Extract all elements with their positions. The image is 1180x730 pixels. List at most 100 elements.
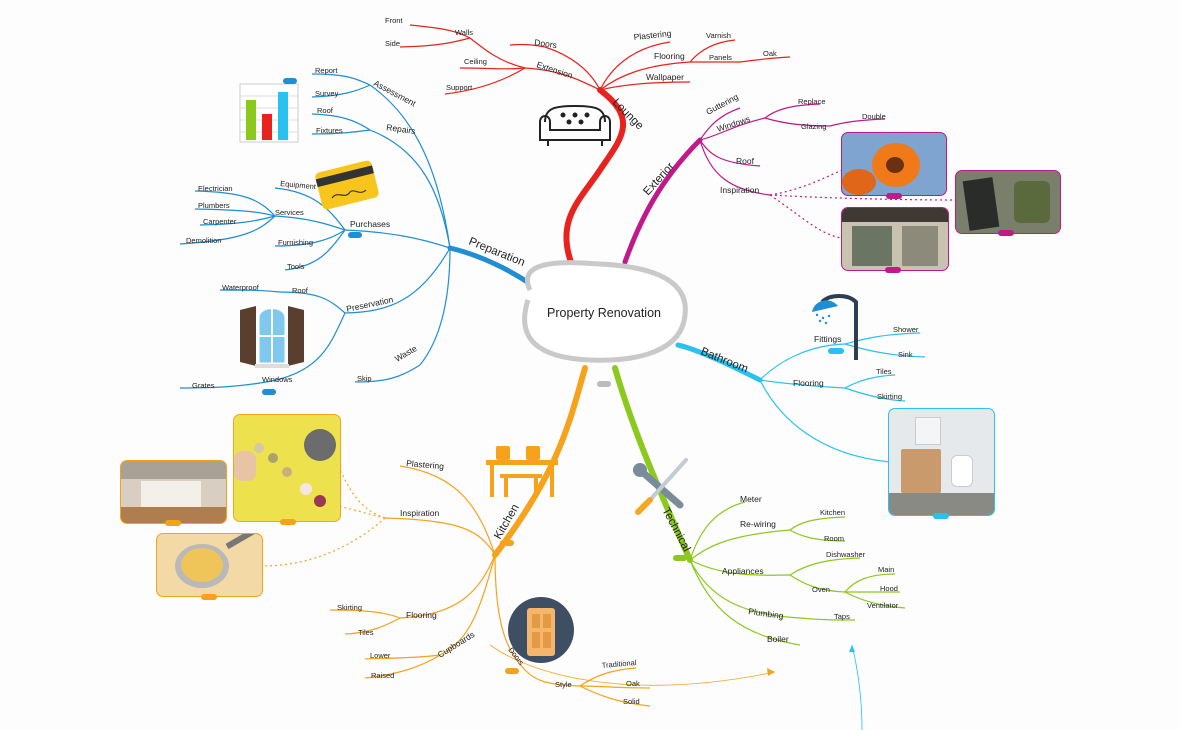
prep-waste[interactable]: Waste <box>393 343 419 364</box>
lounge-flooring[interactable]: Flooring <box>654 51 685 61</box>
lounge-ceiling[interactable]: Ceiling <box>464 57 487 66</box>
central-node[interactable]: Property Renovation <box>522 260 688 387</box>
lounge-oak[interactable]: Oak <box>763 49 777 58</box>
lounge-panels[interactable]: Panels <box>709 53 732 62</box>
kitchen-plastering[interactable]: Plastering <box>406 458 445 471</box>
technical-kitchen[interactable]: Kitchen <box>820 508 845 517</box>
prep-roof2[interactable]: Roof <box>292 286 309 295</box>
prep-plumbers[interactable]: Plumbers <box>198 201 230 210</box>
technical-rewiring[interactable]: Re-wiring <box>740 519 776 529</box>
kitchen-style[interactable]: Style <box>555 680 572 689</box>
prep-report[interactable]: Report <box>315 66 338 75</box>
bathroom-flooring[interactable]: Flooring <box>793 378 824 388</box>
prep-furnishing[interactable]: Furnishing <box>278 238 313 247</box>
exterior-glazing[interactable]: Glazing <box>801 122 826 131</box>
prep-skip[interactable]: Skip <box>357 374 372 383</box>
kitchen-room-photo[interactable] <box>120 460 227 524</box>
lounge-support[interactable]: Support <box>446 83 473 92</box>
prep-repairs[interactable]: Repairs <box>386 122 416 136</box>
technical-plumbing[interactable]: Plumbing <box>748 606 785 621</box>
kitchen-lower[interactable]: Lower <box>370 651 391 660</box>
kitchen-food-photo[interactable] <box>156 533 263 597</box>
kitchen-cupboards[interactable]: Cupboards <box>436 629 477 660</box>
prep-grates[interactable]: Grates <box>192 381 215 390</box>
door-icon <box>505 597 574 674</box>
prep-survey[interactable]: Survey <box>315 89 339 98</box>
preparation-labels: Preparation Assessment Report Survey Rep… <box>186 66 527 390</box>
lounge-side[interactable]: Side <box>385 39 400 48</box>
kitchen-labels: Kitchen Plastering Inspiration Flooring … <box>337 458 640 706</box>
branch-preparation <box>179 73 451 389</box>
technical-dishwasher[interactable]: Dishwasher <box>826 550 866 559</box>
lounge-walls[interactable]: Walls <box>455 28 473 37</box>
connector-arrowhead <box>849 645 855 652</box>
trunk-bathroom <box>675 342 763 383</box>
prep-tools[interactable]: Tools <box>287 262 305 271</box>
technical-main[interactable]: Main <box>878 565 894 574</box>
bathroom-label[interactable]: Bathroom <box>699 346 750 376</box>
bathroom-photo-badge <box>933 513 949 519</box>
branch-bathroom <box>759 332 926 463</box>
window-shutters-icon <box>240 306 304 395</box>
kitchen-solid[interactable]: Solid <box>623 697 640 706</box>
lounge-plastering[interactable]: Plastering <box>633 28 672 42</box>
sofa-icon <box>539 104 611 146</box>
lounge-extension[interactable]: Extension <box>535 59 574 80</box>
prep-electrician[interactable]: Electrician <box>198 184 233 193</box>
bathroom-sink[interactable]: Sink <box>898 350 913 359</box>
bathroom-skirting[interactable]: Skirting <box>877 392 902 401</box>
technical-ventilator[interactable]: Ventilator <box>867 601 899 610</box>
technical-room[interactable]: Room <box>824 534 844 543</box>
kitchen-flooring[interactable]: Flooring <box>406 610 437 620</box>
kitchen-tiles[interactable]: Tiles <box>358 628 374 637</box>
exterior-tools-photo[interactable] <box>955 170 1061 234</box>
lounge-label[interactable]: Lounge <box>610 97 646 133</box>
lounge-front[interactable]: Front <box>385 16 403 25</box>
kitchen-inspiration[interactable]: Inspiration <box>400 508 439 518</box>
arrow-head <box>767 668 775 676</box>
lounge-wallpaper[interactable]: Wallpaper <box>646 72 684 82</box>
kitchen-raised[interactable]: Raised <box>371 671 394 680</box>
kitchen-photo-badge-3 <box>201 594 217 600</box>
prep-services[interactable]: Services <box>275 208 304 217</box>
exterior-house-photo[interactable] <box>841 207 949 271</box>
exterior-replace[interactable]: Replace <box>798 97 826 106</box>
kitchen-skirting[interactable]: Skirting <box>337 603 362 612</box>
technical-label[interactable]: Technical <box>659 506 692 554</box>
prep-windows[interactable]: Windows <box>262 375 293 384</box>
bathroom-tiles[interactable]: Tiles <box>876 367 892 376</box>
bathroom-fittings[interactable]: Fittings <box>814 334 841 344</box>
prep-waterproof[interactable]: Waterproof <box>222 283 260 292</box>
lounge-varnish[interactable]: Varnish <box>706 31 731 40</box>
kitchen-photo-badge-1 <box>165 520 181 526</box>
bathroom-labels: Bathroom Fittings Shower Sink Flooring T… <box>699 325 919 401</box>
kitchen-oak[interactable]: Oak <box>626 679 640 688</box>
trunk-lounge <box>563 87 626 268</box>
exterior-roof[interactable]: Roof <box>736 156 755 166</box>
exterior-guttering[interactable]: Guttering <box>704 91 740 116</box>
kitchen-spices-photo[interactable] <box>233 414 341 522</box>
technical-meter[interactable]: Meter <box>740 494 762 504</box>
bathroom-photo[interactable] <box>888 408 995 516</box>
exterior-inspiration[interactable]: Inspiration <box>720 185 759 195</box>
prep-fixtures[interactable]: Fixtures <box>316 126 343 135</box>
prep-roof[interactable]: Roof <box>317 106 334 115</box>
lounge-doors[interactable]: Doors <box>534 37 558 50</box>
technical-hood[interactable]: Hood <box>880 584 898 593</box>
technical-boiler[interactable]: Boiler <box>767 634 789 644</box>
bathroom-shower[interactable]: Shower <box>893 325 919 334</box>
credit-card-icon <box>315 160 379 238</box>
exterior-flower-photo[interactable] <box>841 132 947 196</box>
prep-carpenter[interactable]: Carpenter <box>203 217 237 226</box>
prep-equipment[interactable]: Equipment <box>280 179 317 191</box>
technical-appliances[interactable]: Appliances <box>722 566 764 576</box>
bar-chart-icon <box>239 78 299 143</box>
exterior-double[interactable]: Double <box>862 112 886 121</box>
trunk-technical <box>612 365 693 563</box>
prep-assessment[interactable]: Assessment <box>372 78 418 109</box>
prep-demolition[interactable]: Demolition <box>186 236 221 245</box>
prep-purchases[interactable]: Purchases <box>350 219 390 229</box>
kitchen-traditional[interactable]: Traditional <box>601 658 637 670</box>
technical-oven[interactable]: Oven <box>812 585 830 594</box>
technical-taps[interactable]: Taps <box>834 612 850 621</box>
